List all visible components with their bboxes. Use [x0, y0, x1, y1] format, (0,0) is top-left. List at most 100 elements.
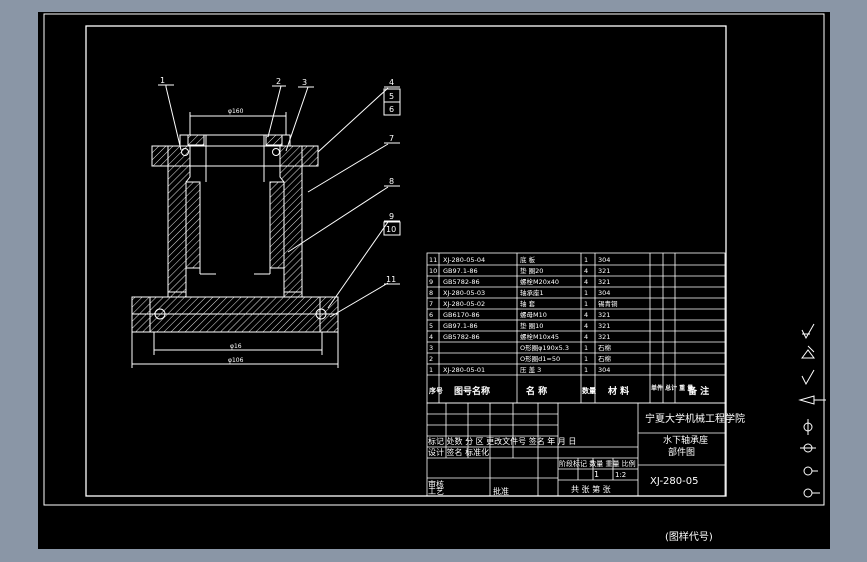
parts-cell-name: 底 板 [520, 255, 536, 264]
flange-bolt-left [151, 145, 169, 167]
parts-cell-name: 轴 套 [520, 299, 536, 308]
parts-cell-code: XJ-280-05-03 [443, 289, 485, 297]
header-code: 图号名称 [454, 385, 490, 397]
qty-one: 1 [594, 470, 599, 479]
scale-value: 1:2 [615, 471, 626, 479]
header-qty: 数量 [582, 386, 596, 395]
parts-cell-code: XJ-280-05-04 [443, 256, 485, 264]
parts-cell-material: 锡青铜 [598, 299, 618, 308]
drawing-number: XJ-280-05 [650, 476, 698, 487]
part-label-5: 5 [389, 92, 394, 101]
sheet-row: 共 张 第 张 [571, 484, 611, 494]
part-label-8: 8 [389, 177, 394, 186]
inner-border [85, 25, 727, 497]
parts-cell-no: 6 [429, 311, 433, 319]
parts-cell-name: 压 盖 3 [520, 365, 541, 374]
weld-symbol-icon[interactable] [803, 466, 818, 476]
parts-cell-name: 垫 圈10 [520, 321, 543, 330]
parts-cell-no: 8 [429, 289, 433, 297]
parts-cell-name: 螺母M10 [520, 310, 547, 319]
dim-mid: φ16 [230, 343, 242, 350]
header-weight: 单件 总计 重 量 [651, 384, 693, 392]
assembly-view [131, 84, 401, 368]
parts-cell-no: 9 [429, 278, 433, 286]
header-name: 名 称 [526, 385, 547, 397]
parts-cell-code: GB5782-86 [443, 278, 480, 286]
parts-cell-no: 10 [429, 267, 437, 275]
title-block-text: 宁夏大学机械工程学院 水下轴承座 部件图 XJ-280-05 标记 处数 分 区… [428, 412, 745, 496]
parts-cell-code: GB97.1-86 [443, 322, 478, 330]
symbol-toolbar[interactable] [798, 323, 826, 498]
part-label-4: 4 [389, 78, 394, 87]
header-no: 序号 [428, 386, 443, 395]
part-label-10: 10 [386, 225, 396, 234]
parts-cell-qty: 1 [584, 300, 588, 308]
center-hole-icon[interactable] [803, 419, 813, 435]
parts-cell-material: 石棉 [598, 354, 612, 363]
parts-cell-code: GB6170-86 [443, 311, 480, 319]
part-label-6: 6 [389, 105, 394, 114]
parts-cell-no: 3 [429, 344, 433, 352]
parts-cell-qty: 1 [584, 344, 588, 352]
part-label-3: 3 [302, 78, 307, 87]
approve-label: 批准 [493, 486, 509, 496]
parts-cell-qty: 4 [584, 278, 588, 286]
parts-cell-qty: 1 [584, 289, 588, 297]
bearing-symbol-icon[interactable] [800, 443, 816, 453]
parts-cell-no: 4 [429, 333, 433, 341]
parts-cell-material: 304 [598, 289, 610, 297]
parts-cell-material: 321 [598, 333, 610, 341]
bushing-right [269, 181, 285, 269]
parts-cell-code: GB97.1-86 [443, 267, 478, 275]
part-label-1: 1 [160, 76, 165, 85]
parts-cell-qty: 1 [584, 256, 588, 264]
parts-cell-no: 1 [429, 366, 433, 374]
roughness-icon[interactable] [801, 323, 815, 340]
parts-cell-material: 321 [598, 322, 610, 330]
flange-bolt-right [301, 145, 319, 167]
parts-cell-qty: 1 [584, 355, 588, 363]
parts-cell-material: 321 [598, 278, 610, 286]
datum-icon[interactable] [803, 488, 820, 498]
parts-cell-qty: 4 [584, 333, 588, 341]
dim-top: φ160 [228, 108, 244, 115]
parts-cell-qty: 4 [584, 267, 588, 275]
roughness-check-icon[interactable] [801, 369, 815, 386]
drawing-sheet: 1 2 3 4 5 6 7 8 9 10 11 φ160 φ16 φ106 [43, 13, 826, 543]
drawing-title: 水下轴承座 [663, 434, 708, 446]
parts-cell-name: O形圈φ190x5.3 [520, 344, 569, 352]
parts-cell-name: 螺栓M10x45 [520, 332, 559, 341]
parts-cell-material: 304 [598, 256, 610, 264]
outer-border [43, 13, 825, 506]
parts-cell-name: 垫 圈20 [520, 266, 543, 275]
review-label: 审核 [428, 479, 444, 489]
design-row: 设计 签名 标准化 [428, 447, 489, 457]
school-name: 宁夏大学机械工程学院 [645, 412, 745, 425]
roughness-triangle-icon[interactable] [801, 345, 815, 359]
revision-row: 标记 处数 分 区 更改文件号 签名 年 月 日 [428, 436, 576, 446]
parts-cell-material: 石棉 [598, 343, 612, 352]
parts-list-header: 序号 图号名称 名 称 数量 材 料 单件 总计 重 量 备 注 [428, 384, 709, 397]
title-block [426, 402, 726, 497]
stage-row: 阶段标记 数量 重量 比例 [559, 459, 636, 468]
part-label-2: 2 [276, 77, 281, 86]
parts-cell-name: O形圈d1=50 [520, 355, 560, 363]
part-label-7: 7 [389, 134, 394, 143]
parts-cell-name: 轴承座1 [520, 288, 544, 297]
bushing-left [185, 181, 201, 269]
parts-cell-material: 321 [598, 311, 610, 319]
header-material: 材 料 [607, 385, 629, 397]
parts-cell-material: 304 [598, 366, 610, 374]
drawing-subtitle: 部件图 [668, 446, 695, 458]
parts-cell-qty: 4 [584, 311, 588, 319]
cad-canvas[interactable]: 1 2 3 4 5 6 7 8 9 10 11 φ160 φ16 φ106 [38, 12, 830, 549]
part-label-9: 9 [389, 212, 394, 221]
part-labels: 1 2 3 4 5 6 7 8 9 10 11 φ160 φ16 φ106 [160, 76, 396, 364]
part-label-11: 11 [386, 275, 396, 284]
drawing-code-label: (图样代号) [665, 530, 713, 543]
taper-icon[interactable] [798, 395, 826, 405]
parts-cell-code: XJ-280-05-02 [443, 300, 485, 308]
parts-cell-qty: 1 [584, 366, 588, 374]
parts-cell-material: 321 [598, 267, 610, 275]
